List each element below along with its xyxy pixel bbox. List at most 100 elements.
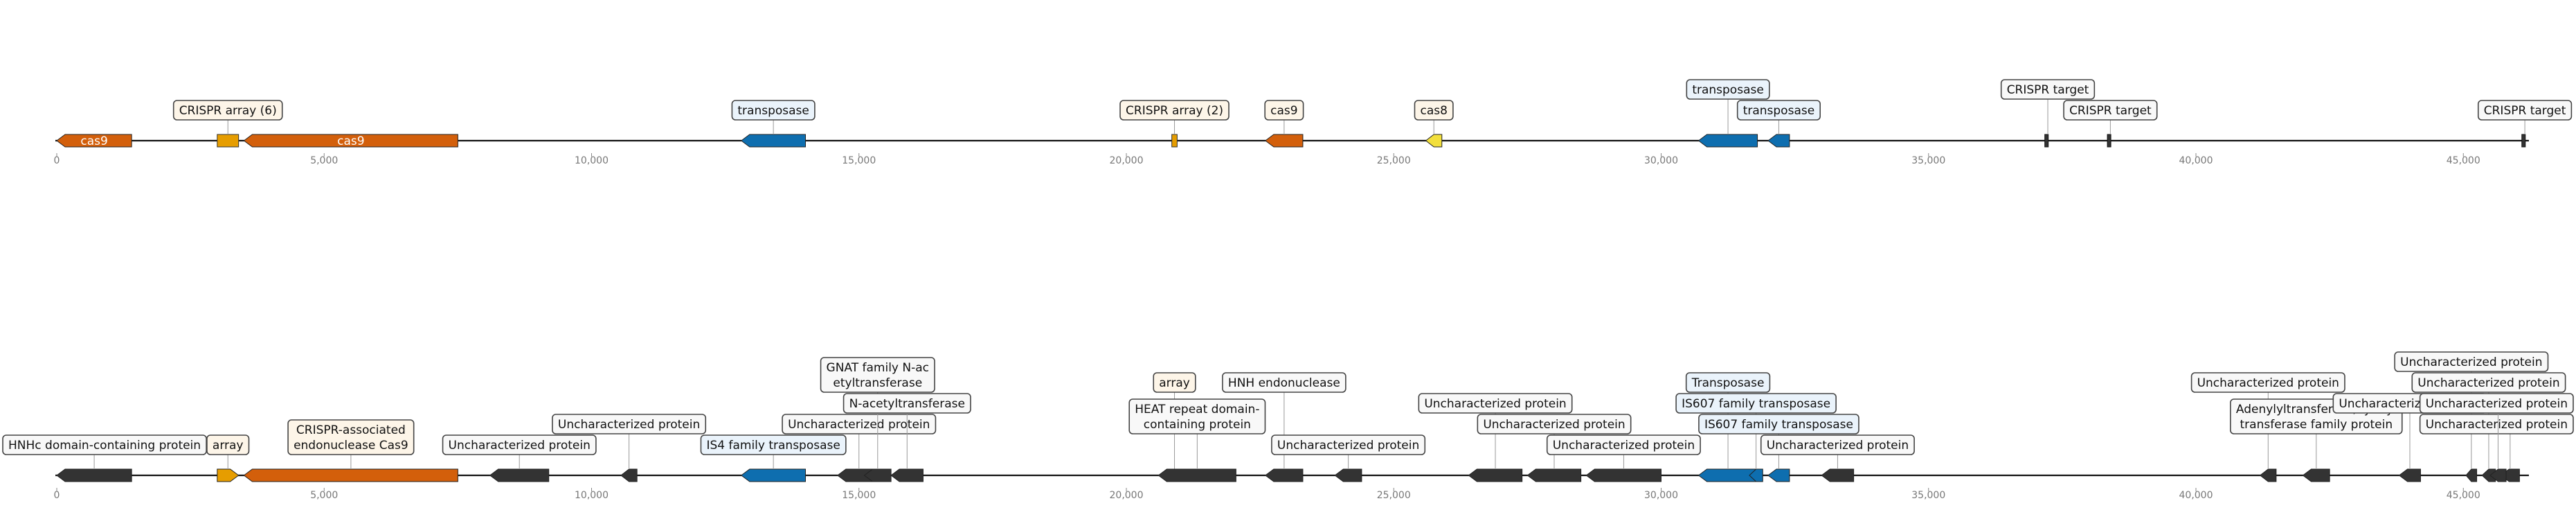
gene-label: Uncharacterized protein xyxy=(2411,372,2566,393)
gene-arrow xyxy=(1334,468,1362,482)
gene-feature[interactable]: cas8 xyxy=(1414,100,1454,148)
gene-feature[interactable]: array xyxy=(206,434,250,482)
gene-feature[interactable]: GNAT family N-acetyltransferase xyxy=(820,357,935,482)
gene-arrow xyxy=(1749,468,1763,482)
gene-label: Uncharacterized protein xyxy=(1760,434,1915,455)
axis-tick-label: 35,000 xyxy=(1911,490,1945,501)
gene-label: HNHc domain-containing protein xyxy=(2,434,207,455)
gene-feature[interactable]: Uncharacterized protein xyxy=(782,414,937,482)
gene-feature[interactable]: Uncharacterized protein xyxy=(442,434,597,482)
gene-label-text: containing protein xyxy=(1144,418,1251,432)
crispr-array-mark xyxy=(217,134,240,148)
gene-feature[interactable]: cas9 xyxy=(243,134,458,148)
gene-feature[interactable]: CRISPR target xyxy=(2000,79,2096,148)
gene-feature[interactable]: IS607 family transposase xyxy=(1675,393,1837,482)
gene-label: Uncharacterized protein xyxy=(2419,393,2574,414)
gene-arrow xyxy=(243,468,458,482)
gene-feature[interactable]: cas9 xyxy=(56,134,132,148)
gene-label: Uncharacterized protein xyxy=(2394,351,2549,372)
gene-feature[interactable]: Uncharacterized protein xyxy=(1418,393,1573,482)
label-box xyxy=(2411,372,2566,393)
label-box xyxy=(1685,372,1771,393)
gene-arrow xyxy=(620,468,638,482)
gene-feature[interactable]: Transposase xyxy=(1685,372,1771,482)
gene-feature[interactable]: Uncharacterized protein xyxy=(1271,434,1426,482)
gene-label-text: Uncharacterized protein xyxy=(788,418,930,432)
gene-label: Uncharacterized protein xyxy=(552,414,707,434)
gene-feature[interactable]: transposase xyxy=(731,100,816,148)
gene-label-text: IS607 family transposase xyxy=(1704,418,1853,432)
gene-feature[interactable]: Uncharacterized protein xyxy=(2190,372,2345,482)
gene-feature[interactable]: Uncharacterized protein xyxy=(2394,351,2549,482)
gene-arrow xyxy=(1265,468,1304,482)
site-mark xyxy=(2521,134,2526,148)
label-box xyxy=(2419,393,2574,414)
gene-feature[interactable]: Uncharacterized protein xyxy=(1546,434,1701,482)
gene-label: CRISPR target xyxy=(2477,100,2573,121)
gene-feature[interactable]: HNH endonuclease xyxy=(1222,372,1346,482)
gene-label-text: CRISPR target xyxy=(2484,104,2566,118)
label-box xyxy=(1222,372,1346,393)
gene-feature[interactable]: N-acetyltransferase xyxy=(843,393,971,482)
gene-arrow xyxy=(1526,468,1582,482)
gene-feature[interactable]: CRISPR array (2) xyxy=(1119,100,1230,148)
gene-feature[interactable]: HEAT repeat domain-containing protein xyxy=(1128,398,1266,482)
gene-label: IS4 family transposase xyxy=(700,434,847,455)
gene-feature[interactable]: CRISPR array (6) xyxy=(172,100,283,148)
gene-feature[interactable]: IS4 family transposase xyxy=(700,434,847,482)
gene-label-text: HNH endonuclease xyxy=(1228,376,1340,390)
label-box xyxy=(1418,393,1573,414)
gene-feature[interactable]: Uncharacterized protein xyxy=(2411,372,2566,482)
gene-feature[interactable]: CRISPR target xyxy=(2063,100,2158,148)
gene-label: IS607 family transposase xyxy=(1698,414,1859,434)
gene-feature[interactable]: cas9 xyxy=(1264,100,1304,148)
axis-tick-label: 30,000 xyxy=(1644,490,1678,501)
label-box xyxy=(2,434,207,455)
label-box xyxy=(1546,434,1701,455)
label-box xyxy=(1760,434,1915,455)
gene-feature[interactable]: CRISPR target xyxy=(2477,100,2573,148)
label-box xyxy=(1153,372,1196,393)
label-box xyxy=(1271,434,1426,455)
gene-label-text: transposase xyxy=(737,104,809,118)
gene-label-text: GNAT family N-ac xyxy=(827,361,929,375)
gene-inline-label: cas9 xyxy=(80,134,107,148)
gene-label: HEAT repeat domain-containing protein xyxy=(1128,398,1266,434)
gene-feature[interactable]: transposase xyxy=(1686,79,1770,148)
gene-feature[interactable]: array xyxy=(1153,372,1196,482)
gene-arrow xyxy=(56,468,132,482)
gene-label: transposase xyxy=(731,100,816,121)
gene-feature[interactable]: Uncharacterized protein xyxy=(2419,393,2574,482)
gene-arrow xyxy=(217,468,240,482)
gene-arrow xyxy=(489,468,550,482)
axis-tick-label: 45,000 xyxy=(2447,490,2480,501)
gene-arrow xyxy=(243,134,458,148)
axis-tick-label: 25,000 xyxy=(1377,490,1411,501)
gene-feature[interactable]: transposase xyxy=(1736,100,1821,148)
axis-tick-label: 10,000 xyxy=(575,155,609,166)
gene-label-text: Uncharacterized protein xyxy=(1553,439,1695,452)
axis-tick-label: 40,000 xyxy=(2179,155,2213,166)
gene-feature[interactable]: Uncharacterized protein xyxy=(1477,414,1632,482)
gene-arrow xyxy=(2489,468,2507,482)
gene-arrow xyxy=(1265,134,1304,148)
gene-arrow xyxy=(1767,468,1790,482)
gene-arrow xyxy=(1697,134,1758,148)
gene-label-text: HNHc domain-containing protein xyxy=(8,439,201,452)
gene-label-text: transferase family protein xyxy=(2240,418,2393,432)
gene-label: Uncharacterized protein xyxy=(1477,414,1632,434)
label-box xyxy=(172,100,283,121)
gene-label: Uncharacterized protein xyxy=(1418,393,1573,414)
gene-feature[interactable]: HNHc domain-containing protein xyxy=(2,434,207,482)
axis-tick-label: 20,000 xyxy=(1110,490,1144,501)
gene-feature[interactable]: Uncharacterized protein xyxy=(2419,414,2574,482)
gene-label-text: array xyxy=(1159,376,1190,390)
gene-feature[interactable]: Uncharacterized protein xyxy=(1760,434,1915,482)
gene-arrow xyxy=(1158,468,1236,482)
axis-tick-label: 20,000 xyxy=(1110,155,1144,166)
gene-feature[interactable]: Uncharacterized protein xyxy=(552,414,707,482)
gene-label: CRISPR target xyxy=(2063,100,2158,121)
gene-feature[interactable]: IS607 family transposase xyxy=(1698,414,1859,482)
